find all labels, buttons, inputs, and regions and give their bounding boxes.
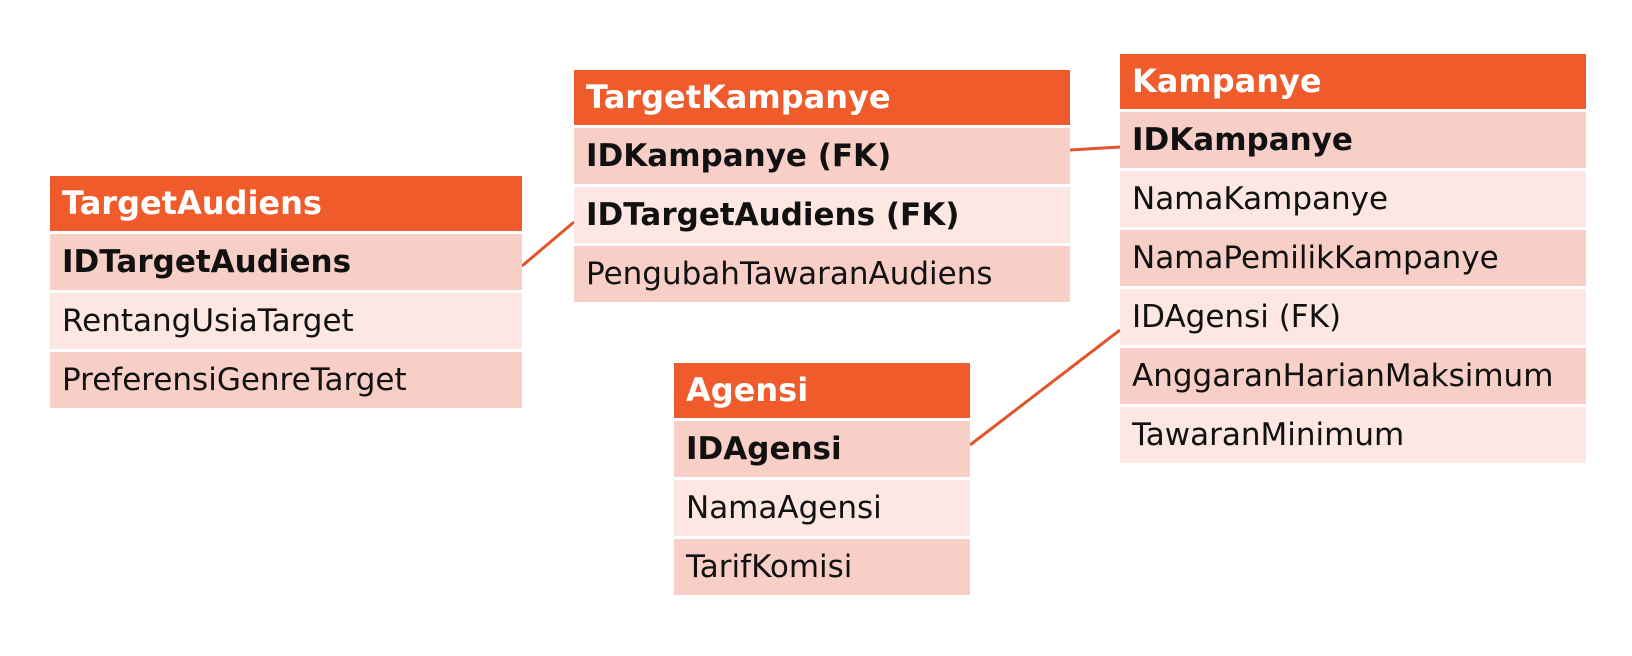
entity-agensi[interactable]: Agensi IDAgensi NamaAgensi TarifKomisi — [674, 363, 970, 595]
entity-header-agensi: Agensi — [674, 363, 970, 418]
field-nama-agensi: NamaAgensi — [674, 480, 970, 536]
entity-kampanye[interactable]: Kampanye IDKampanye NamaKampanye NamaPem… — [1120, 54, 1586, 463]
field-tarif-komisi: TarifKomisi — [674, 539, 970, 595]
field-tawaran-minimum: TawaranMinimum — [1120, 407, 1586, 463]
field-nama-kampanye: NamaKampanye — [1120, 171, 1586, 227]
field-anggaran-harian-maksimum: AnggaranHarianMaksimum — [1120, 348, 1586, 404]
field-id-kampanye: IDKampanye — [1120, 112, 1586, 168]
field-nama-pemilik-kampanye: NamaPemilikKampanye — [1120, 230, 1586, 286]
field-rentang-usia-target: RentangUsiaTarget — [50, 293, 522, 349]
field-id-kampanye-fk: IDKampanye (FK) — [574, 128, 1070, 184]
field-id-target-audiens-fk: IDTargetAudiens (FK) — [574, 187, 1070, 243]
entity-header-target-audiens: TargetAudiens — [50, 176, 522, 231]
entity-target-audiens[interactable]: TargetAudiens IDTargetAudiens RentangUsi… — [50, 176, 522, 408]
field-id-target-audiens: IDTargetAudiens — [50, 234, 522, 290]
field-preferensi-genre-target: PreferensiGenreTarget — [50, 352, 522, 408]
field-pengubah-tawaran-audiens: PengubahTawaranAudiens — [574, 246, 1070, 302]
entity-header-target-kampanye: TargetKampanye — [574, 70, 1070, 125]
connector-agensi-kampanye — [969, 328, 1121, 447]
connector-targetkampanye-kampanye — [1069, 145, 1121, 152]
entity-target-kampanye[interactable]: TargetKampanye IDKampanye (FK) IDTargetA… — [574, 70, 1070, 302]
field-id-agensi-fk: IDAgensi (FK) — [1120, 289, 1586, 345]
connector-targetaudiens-targetkampanye — [521, 220, 575, 268]
field-id-agensi: IDAgensi — [674, 421, 970, 477]
entity-header-kampanye: Kampanye — [1120, 54, 1586, 109]
